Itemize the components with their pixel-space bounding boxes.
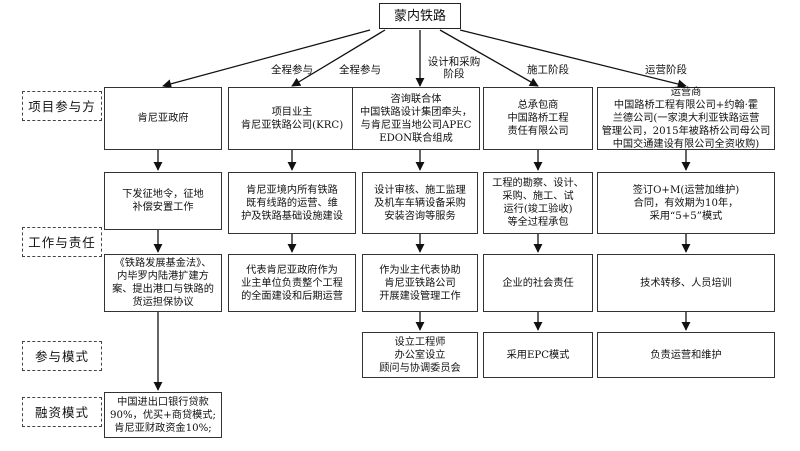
edge-label-consult: 设计和采购 阶段 — [427, 56, 481, 80]
task-government-land: 下发征地令，征地 补偿安置工作 — [104, 172, 222, 230]
task-operator-om-contract: 签订O+M(运营加维护) 合同，有效期为10年， 采用“5+5”模式 — [597, 172, 775, 234]
mode-contractor: 采用EPC模式 — [483, 332, 593, 378]
participant-operator: 运营商 中国路桥工程有限公司+约翰·霍 兰德公司(一家澳大利亚铁路运营 管理公司… — [597, 87, 775, 150]
financing-government: 中国进出口银行贷款 90%，优买+商贷模式; 肯尼亚财政资金10%; — [104, 392, 222, 438]
root-node: 蒙内铁路 — [379, 3, 461, 29]
mode-consortium: 设立工程师 办公室设立 顾问与协调委员会 — [362, 332, 478, 378]
participant-krc: 项目业主 肯尼亚铁路公司(KRC) — [228, 87, 356, 150]
participant-consortium: 咨询联合体 中国铁路设计集团牵头， 与肯尼亚当地公司APEC EDON联合组成 — [352, 87, 480, 150]
task-consortium-management: 作为业主代表协助 肯尼亚铁路公司 开展建设管理工作 — [362, 254, 478, 312]
participant-government: 肯尼亚政府 — [104, 87, 222, 150]
edge-label-gov: 全程参与 — [271, 64, 313, 76]
task-government-legislation: 《铁路发展基金法》、 内毕罗内陆港扩建方 案、提出港口与铁路的 货运担保协议 — [104, 254, 222, 312]
edge-label-operator: 运营阶段 — [645, 64, 687, 76]
arrow-root-krc — [291, 29, 386, 87]
arrow-root-gov — [162, 29, 371, 89]
task-contractor-csr: 企业的社会责任 — [483, 254, 593, 312]
category-financing-mode: 融资模式 — [22, 397, 102, 427]
task-krc-operations: 肯尼亚境内所有铁路 既有线路的运营、维 护及铁路基础设施建设 — [228, 172, 356, 234]
participant-contractor: 总承包商 中国路桥工程 责任有限公司 — [483, 87, 593, 150]
task-operator-training: 技术转移、人员培训 — [597, 254, 775, 312]
category-responsibilities: 工作与责任 — [22, 227, 102, 257]
arrow-root-contractor — [439, 29, 539, 87]
task-consortium-services: 设计审核、施工监理 及机车车辆设备采购 安装咨询等服务 — [362, 172, 478, 234]
arrow-root-operator — [459, 29, 687, 89]
edge-label-krc: 全程参与 — [339, 64, 381, 76]
category-participants: 项目参与方 — [22, 91, 102, 121]
edge-label-contractor: 施工阶段 — [527, 64, 569, 76]
task-contractor-epc: 工程的勘察、设计、 采购、施工、试 运行(竣工验收) 等全过程承包 — [483, 172, 593, 234]
category-participation-mode: 参与模式 — [22, 341, 102, 371]
mode-operator: 负责运营和维护 — [597, 332, 775, 378]
task-krc-owner: 代表肯尼亚政府作为 业主单位负责整个工程 的全面建设和后期运营 — [228, 254, 356, 312]
